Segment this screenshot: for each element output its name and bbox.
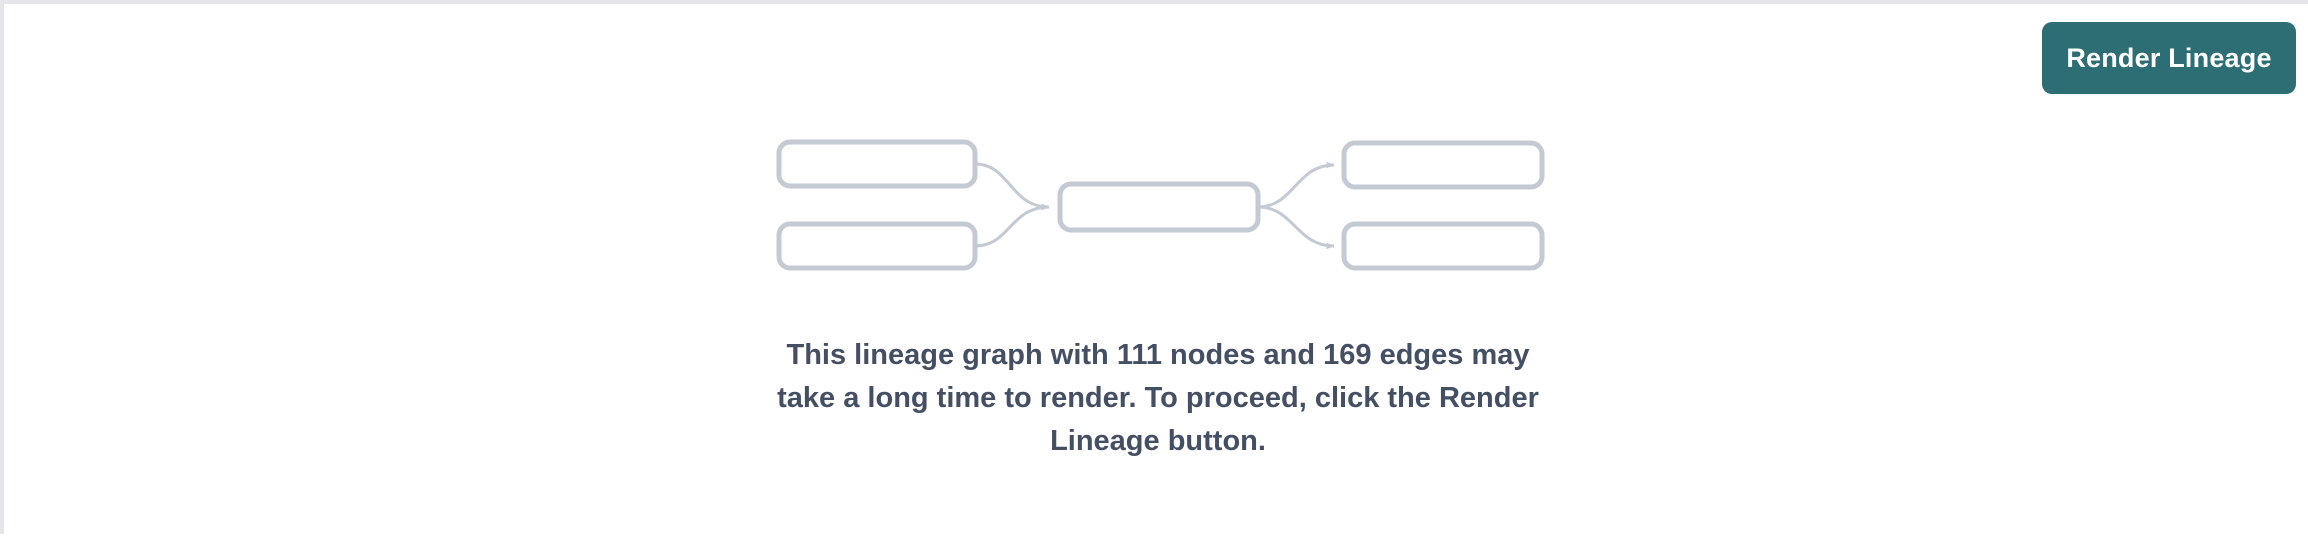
- render-lineage-button[interactable]: Render Lineage: [2042, 22, 2296, 94]
- lineage-node-upstream-2: [776, 221, 978, 271]
- lineage-edge-downstream-2: [1257, 205, 1335, 250]
- lineage-edge-upstream-1: [974, 162, 1050, 211]
- lineage-node-focus: [1057, 181, 1261, 233]
- lineage-warning-message: This lineage graph with 111 nodes and 16…: [777, 339, 1539, 457]
- lineage-node-upstream-1: [776, 139, 978, 189]
- lineage-edge-upstream-2: [974, 203, 1050, 248]
- lineage-node-downstream-2: [1341, 221, 1545, 271]
- lineage-node-downstream-1: [1341, 140, 1545, 190]
- lineage-edge-downstream-1: [1257, 161, 1335, 209]
